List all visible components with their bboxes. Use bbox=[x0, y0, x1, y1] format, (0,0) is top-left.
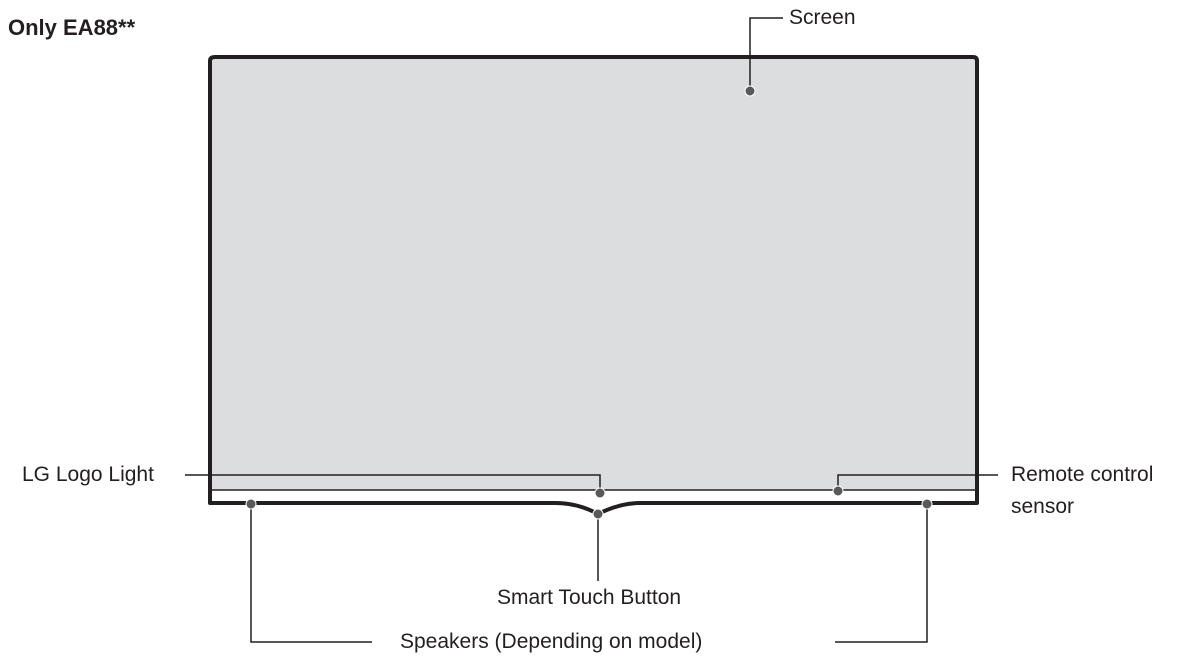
screen-marker bbox=[744, 85, 756, 97]
speaker-right-marker bbox=[921, 498, 933, 510]
speaker-left-leader-line bbox=[250, 504, 372, 643]
screen-panel bbox=[210, 57, 977, 490]
lg-logo-light-marker bbox=[594, 487, 606, 499]
remote-sensor-label-line2: sensor bbox=[1011, 495, 1075, 518]
remote-sensor-label-line1: Remote control bbox=[1011, 463, 1154, 486]
smart-touch-marker bbox=[592, 508, 604, 520]
speaker-left-marker bbox=[245, 498, 257, 510]
screen-label: Screen bbox=[789, 6, 856, 29]
lg-logo-light-leader-line bbox=[185, 474, 601, 493]
speakers-label: Speakers (Depending on model) bbox=[400, 630, 703, 653]
model-title: Only EA88** bbox=[8, 15, 136, 40]
speaker-right-leader-line bbox=[835, 504, 928, 643]
lg-logo-light-label: LG Logo Light bbox=[22, 463, 154, 486]
smart-touch-button-label: Smart Touch Button bbox=[497, 586, 682, 609]
screen-leader-line bbox=[749, 17, 783, 91]
remote-sensor-marker bbox=[832, 485, 844, 497]
